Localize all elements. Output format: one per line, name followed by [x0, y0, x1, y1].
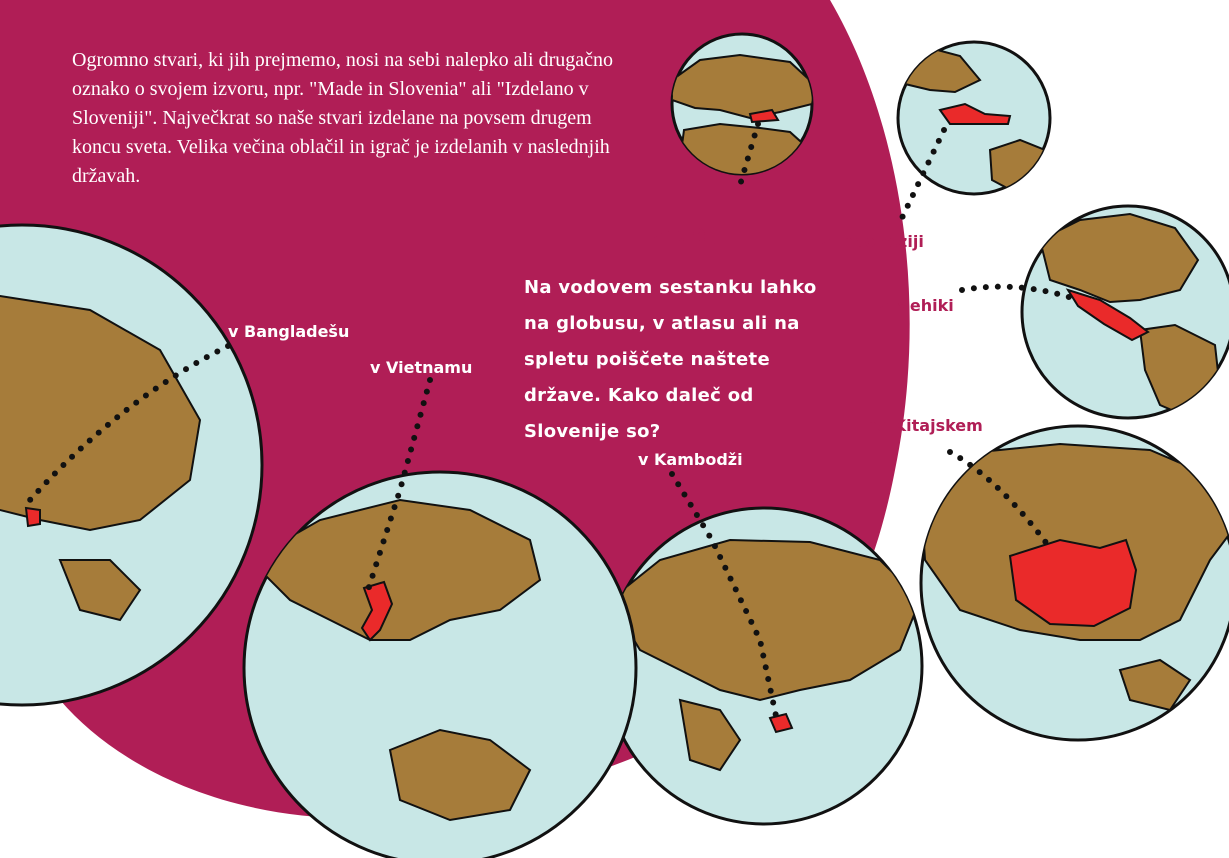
label-china: na Kitajskem: [866, 416, 983, 435]
turkey-highlight: [748, 108, 780, 124]
indonesia-globe-icon: [896, 40, 1052, 196]
label-indonesia: v Indoneziji: [820, 232, 924, 251]
mexico-highlight: [1065, 288, 1150, 342]
china-globe-icon: [919, 424, 1229, 742]
label-turkey: v Turčiji: [652, 226, 723, 245]
label-mexico: v Mehiki: [878, 296, 954, 315]
mexico-globe-icon: [1020, 204, 1229, 420]
bangladesh-globe-icon: [0, 223, 264, 707]
vietnam-highlight: [360, 580, 394, 642]
bangladesh-highlight: [24, 506, 41, 528]
label-vietnam: v Vietnamu: [370, 358, 473, 377]
intro-text: Ogromno stvari, ki jih prejmemo, nosi na…: [72, 49, 613, 187]
cambodia-highlight: [768, 712, 794, 734]
china-highlight: [1008, 538, 1138, 628]
label-cambodia: v Kambodži: [638, 450, 743, 469]
question-text: Na vodovem sestanku lahko na globusu, v …: [524, 277, 817, 442]
indonesia-highlight: [938, 102, 1012, 125]
label-bangladesh: v Bangladešu: [228, 322, 350, 341]
vietnam-globe-icon: [242, 470, 638, 858]
